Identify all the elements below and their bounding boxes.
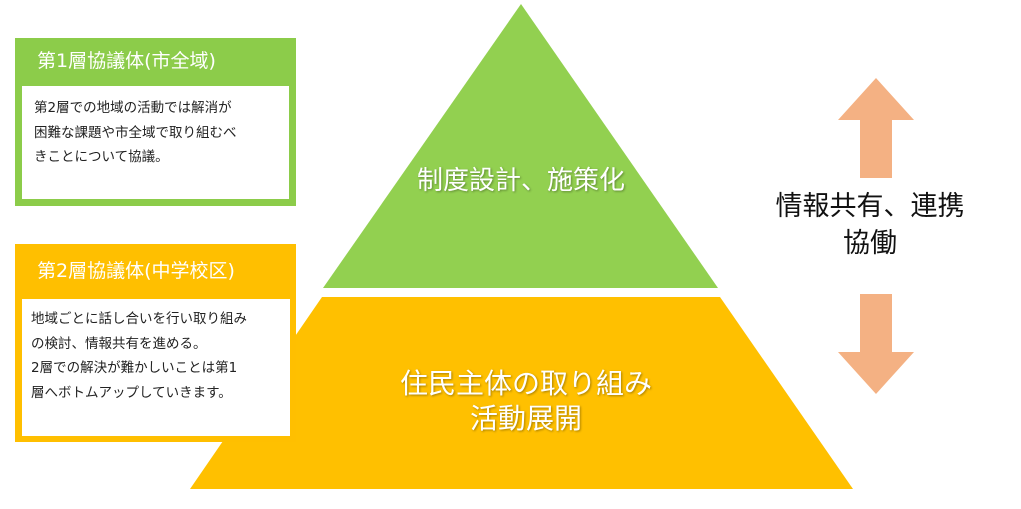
layer1-panel: 第1層協議体(市全域) 第2層での地域の活動では解消が 困難な課題や市全域で取り… xyxy=(15,38,296,206)
layer2-body-line: 層へボトムアップしていきます。 xyxy=(31,384,232,401)
pyramid-bottom-tier xyxy=(190,297,853,489)
bottom-tier-label-line: 住民主体の取り組み xyxy=(399,367,652,400)
layer1-body-line: 第2層での地域の活動では解消が xyxy=(34,100,232,116)
top-tier-label-line: 制度設計、施策化 xyxy=(416,166,625,196)
layer2-panel: 第2層協議体(中学校区) 地域ごとに話し合いを行い取り組み の検討、情報共有を進… xyxy=(15,244,296,442)
layer2-body-line: 2層での解決が難かしいことは第1 xyxy=(31,360,238,376)
layer1-body-line: きことについて協議。 xyxy=(34,149,169,165)
bottom-tier-label-line: 活動展開 xyxy=(469,402,582,435)
relation-label-line: 協働 xyxy=(843,228,897,259)
arrow-down-icon xyxy=(838,294,914,394)
layer2-body-line: の検討、情報共有を進める。 xyxy=(31,335,207,352)
layer1-body-line: 困難な課題や市全域で取り組むべ xyxy=(34,124,237,141)
bottom-tier-label: 住民主体の取り組み 活動展開 xyxy=(340,366,712,436)
layer1-body: 第2層での地域の活動では解消が 困難な課題や市全域で取り組むべ きことについて協… xyxy=(22,86,289,199)
layer2-body-line: 地域ごとに話し合いを行い取り組み xyxy=(31,311,247,327)
pyramid-top-tier xyxy=(323,4,718,288)
layer2-body: 地域ごとに話し合いを行い取り組み の検討、情報共有を進める。 2層での解決が難か… xyxy=(22,299,290,436)
top-tier-label: 制度設計、施策化 xyxy=(380,165,662,198)
relation-label-line: 情報共有、連携 xyxy=(775,191,965,222)
layer2-title: 第2層協議体(中学校区) xyxy=(37,260,235,282)
arrow-up-icon xyxy=(838,78,914,178)
layer1-title: 第1層協議体(市全域) xyxy=(37,50,216,72)
relation-label: 情報共有、連携 協働 xyxy=(735,188,1005,262)
